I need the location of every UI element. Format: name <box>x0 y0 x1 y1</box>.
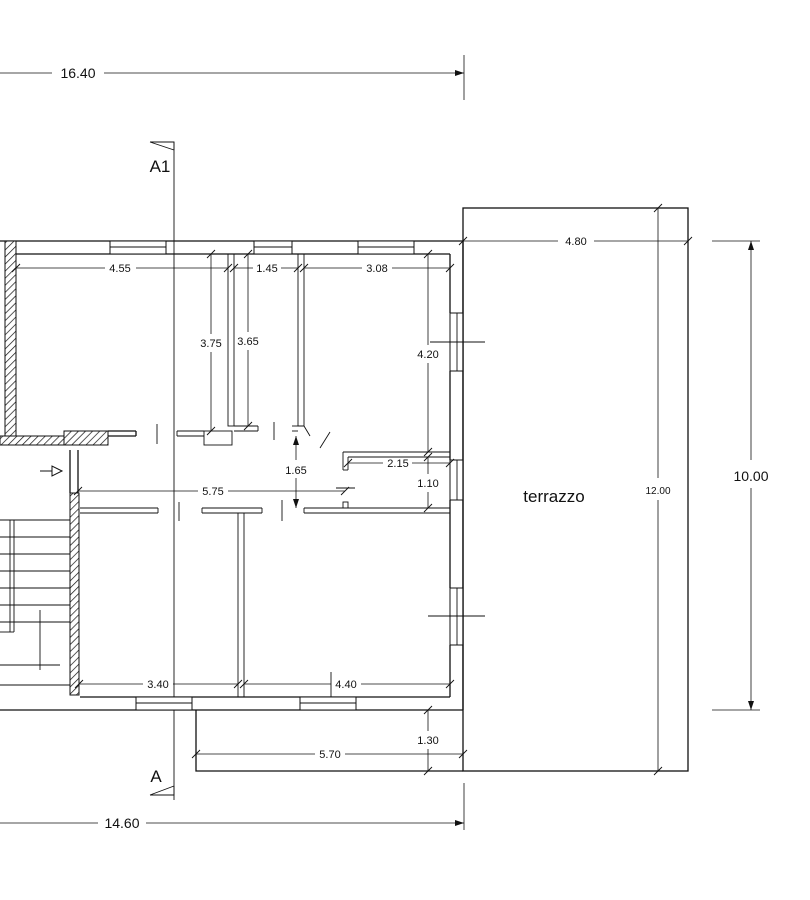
dimension-tick <box>293 263 303 273</box>
dimension-overall-top: 16.40 <box>0 55 465 100</box>
dimension-tick <box>653 766 663 776</box>
dimension-tick <box>423 766 433 776</box>
dim-label-closet-a: 3.75 <box>200 338 221 350</box>
dimension-tick <box>191 749 201 759</box>
dimension-tick <box>423 452 433 462</box>
dimension-tick <box>653 203 663 213</box>
dimension-tick <box>445 458 455 468</box>
terrace: 4.80 12.00 terrazzo <box>462 207 689 772</box>
dimension-tick <box>423 503 433 513</box>
dimension-tick <box>683 236 693 246</box>
dimension-tick <box>243 421 253 431</box>
dimension-tick <box>239 679 249 689</box>
dim-label-room-a: 4.55 <box>109 263 130 275</box>
dimension-tick <box>73 486 83 496</box>
dimension-tick <box>458 749 468 759</box>
dimension-tick <box>343 458 353 468</box>
dimension-tick <box>458 236 468 246</box>
dim-label-room-d: 4.40 <box>335 679 356 691</box>
dim-label-room-c: 3.40 <box>147 679 168 691</box>
dim-label-overall-top: 16.40 <box>60 65 95 81</box>
staircase <box>0 465 70 686</box>
terrace-label: terrazzo <box>523 487 584 506</box>
dim-label-corridor-length: 5.75 <box>202 486 223 498</box>
dimension-side: 10.00 <box>712 240 769 711</box>
dim-label-balcony-width: 5.70 <box>319 749 340 761</box>
dimension-tick <box>206 249 216 259</box>
dimension-tick <box>423 705 433 715</box>
dim-label-balcony-depth: 1.30 <box>417 735 438 747</box>
dimension-tick <box>445 263 455 273</box>
interior-dimensions: 4.55 1.45 3.08 3.75 3.65 4.20 1.65 5.75 … <box>16 254 450 697</box>
dimension-tick <box>445 679 455 689</box>
dimension-tick <box>223 263 233 273</box>
dim-label-hall: 1.45 <box>256 263 277 275</box>
structural-walls <box>0 240 137 696</box>
section-label-bottom: A <box>150 767 162 786</box>
dim-label-bath-depth: 1.10 <box>417 478 438 490</box>
dimension-tick <box>229 263 239 273</box>
dim-label-closet-b: 3.65 <box>237 336 258 348</box>
section-line: A1 A <box>150 141 175 800</box>
dim-label-bath-width: 2.15 <box>387 458 408 470</box>
dimension-tick <box>340 486 350 496</box>
dimension-ticks <box>11 203 693 776</box>
dimension-tick <box>11 263 21 273</box>
dimension-overall-bottom: 14.60 <box>0 783 465 831</box>
dimension-tick <box>206 426 216 436</box>
dim-label-corridor-gap: 1.65 <box>285 465 306 477</box>
interior-partitions <box>80 253 450 698</box>
dim-label-terrace-width: 4.80 <box>565 236 586 248</box>
dimension-tick <box>233 679 243 689</box>
dim-label-overall-bottom: 14.60 <box>104 815 139 831</box>
balcony: 5.70 1.30 <box>195 710 463 772</box>
dim-label-room-b: 3.08 <box>366 263 387 275</box>
dim-label-terrace-depth: 12.00 <box>645 486 670 497</box>
dimension-tick <box>423 249 433 259</box>
dimension-tick <box>243 249 253 259</box>
section-label-top: A1 <box>150 157 171 176</box>
dimension-tick <box>299 263 309 273</box>
dim-label-room-b-depth: 4.20 <box>417 349 438 361</box>
dimension-tick <box>423 447 433 457</box>
dimension-tick <box>74 679 84 689</box>
dim-label-side-height: 10.00 <box>733 468 768 484</box>
